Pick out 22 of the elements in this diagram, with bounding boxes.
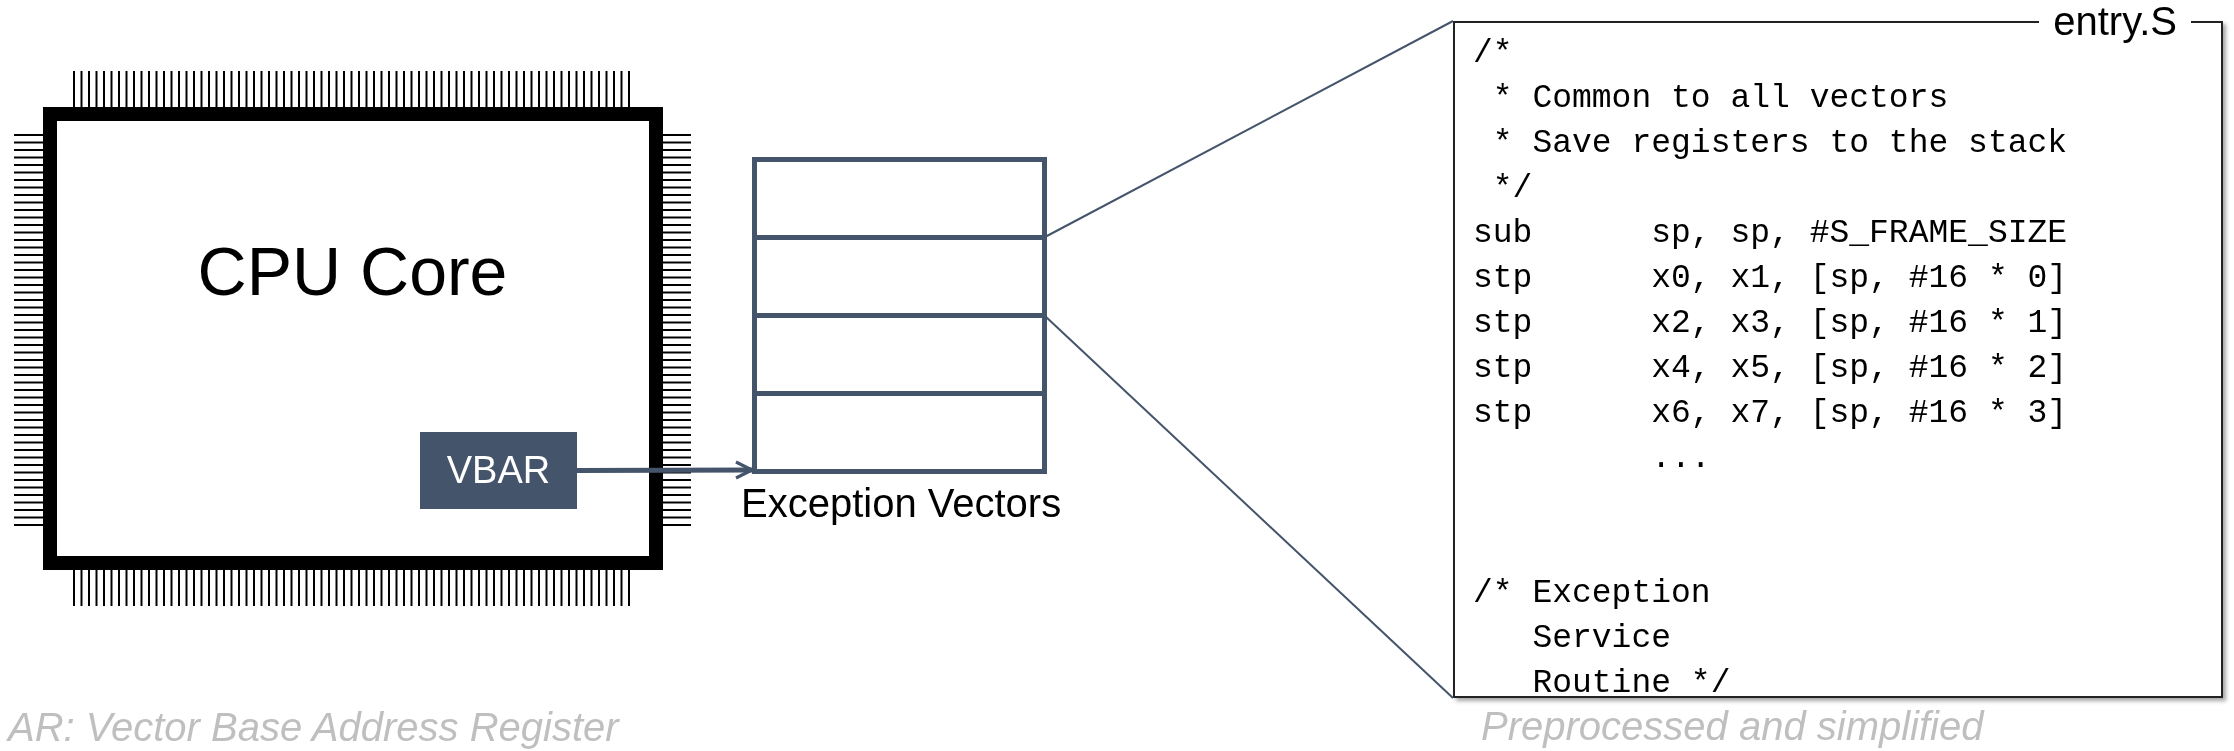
- arrow: [577, 460, 754, 480]
- code-line: sub sp, sp, #S_FRAME_SIZE: [1473, 214, 2068, 254]
- code-line: stp x4, x5, [sp, #16 * 2]: [1473, 349, 2068, 389]
- code-line: stp x6, x7, [sp, #16 * 3]: [1473, 394, 2068, 434]
- code-line: stp x0, x1, [sp, #16 * 0]: [1473, 259, 2068, 299]
- code-line: /* Exception: [1473, 574, 1711, 614]
- note-text: AR: Vector Base Address Register: [5, 704, 621, 751]
- chip-label: CPU Core: [197, 232, 508, 311]
- code-line: /*: [1473, 34, 1513, 74]
- register-box: VBAR: [420, 432, 577, 509]
- table-caption: Exception Vectors: [741, 480, 1062, 527]
- node-label: Preprocessed and simplified: [1480, 703, 1986, 750]
- code-line: Service: [1531, 619, 1672, 659]
- zoom-line: [1044, 20, 1454, 238]
- code-line: Routine */: [1531, 664, 1731, 704]
- zoom-line: [1044, 315, 1454, 699]
- code-line: * Save registers to the stack: [1491, 124, 2068, 164]
- cpu-chip: [14, 71, 691, 606]
- code-line: ...: [1650, 439, 1711, 479]
- code-line: */: [1491, 169, 1533, 209]
- code-line: * Common to all vectors: [1491, 79, 1949, 119]
- code-line: stp x2, x3, [sp, #16 * 1]: [1473, 304, 2068, 344]
